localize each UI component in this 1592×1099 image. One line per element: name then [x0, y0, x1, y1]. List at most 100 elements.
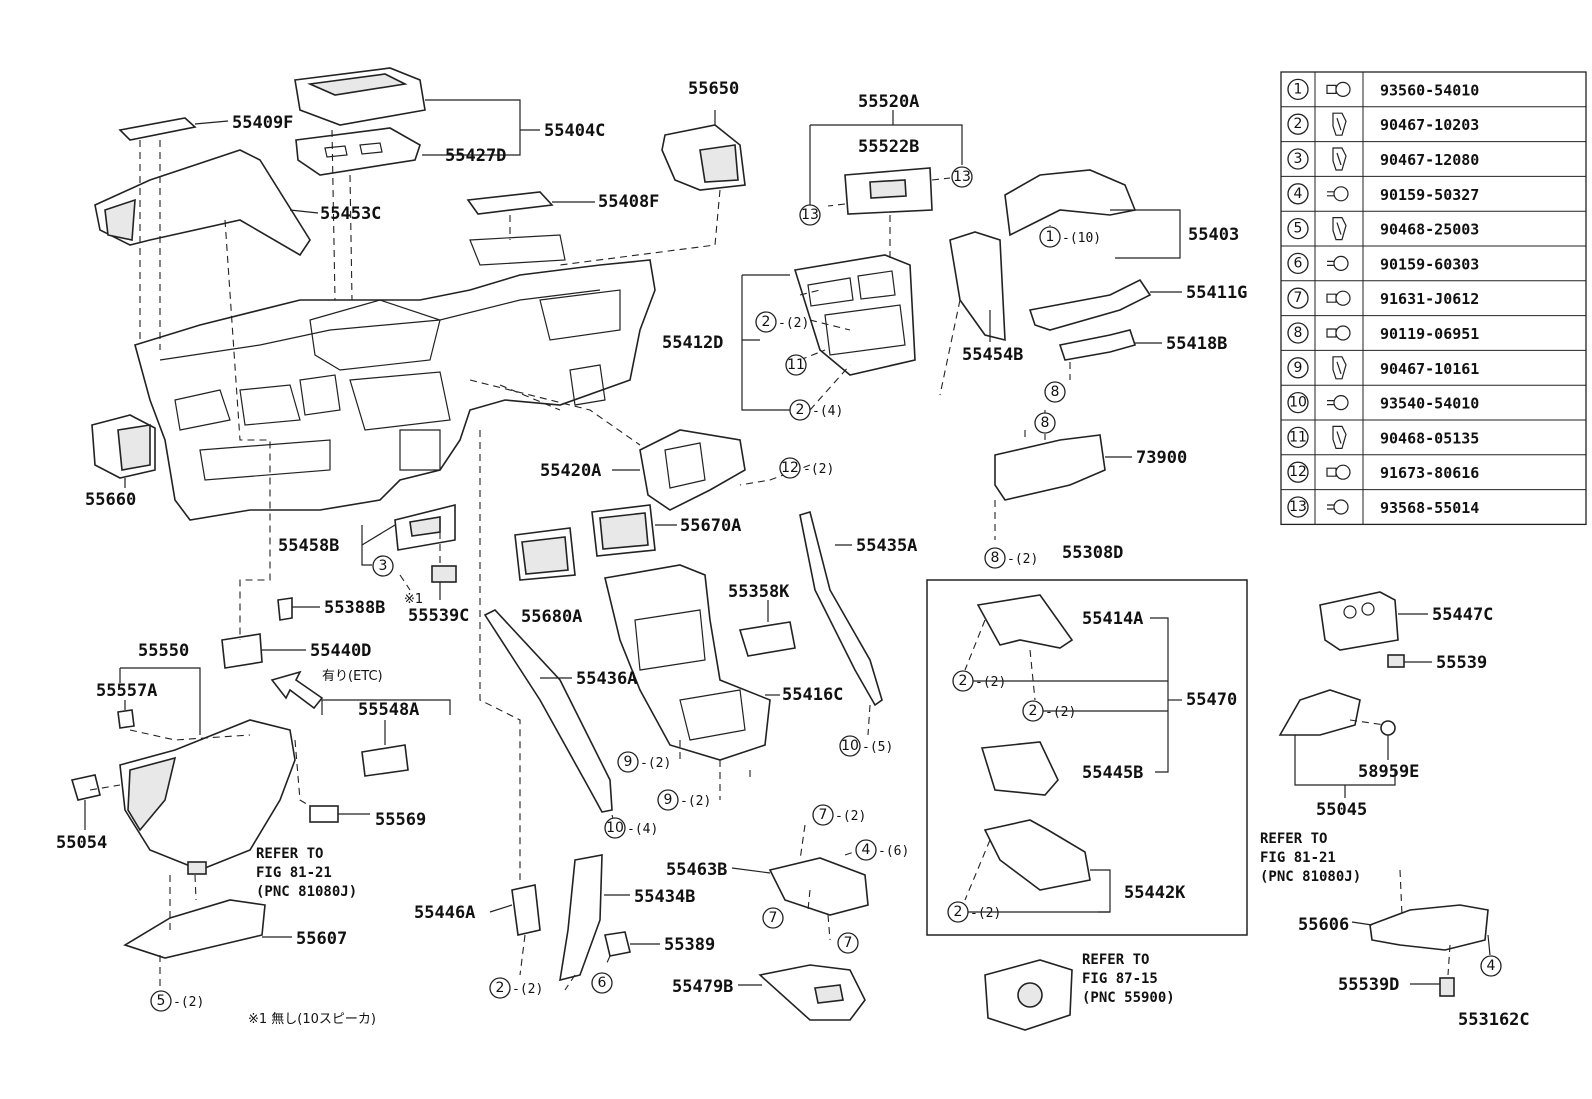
label-55054: 55054	[56, 833, 107, 853]
callout-7: 7	[837, 932, 859, 954]
part-55446a-shape	[511, 884, 541, 936]
label-55454B: 55454B	[962, 345, 1023, 365]
svg-text:-(4): -(4)	[627, 822, 658, 837]
ref-81-21-a-line3: (PNC 81080J)	[256, 884, 357, 900]
svg-text:-(6): -(6)	[878, 844, 909, 859]
svg-text:7: 7	[769, 910, 778, 926]
ref-81-21-b-line1: REFER TO	[1260, 831, 1327, 847]
part-55548a-shape	[361, 744, 409, 777]
fastener-part-number: 90468-05135	[1380, 429, 1479, 447]
svg-text:2: 2	[762, 314, 771, 330]
label-55446A: 55446A	[414, 903, 475, 923]
svg-text:2: 2	[959, 673, 968, 689]
label-55045: 55045	[1316, 800, 1367, 820]
part-55445b-shape	[980, 741, 1059, 796]
label-55420A: 55420A	[540, 461, 601, 481]
label-55416C: 55416C	[782, 685, 843, 705]
svg-text:-(2): -(2)	[1045, 705, 1076, 720]
label-55447C: 55447C	[1432, 605, 1493, 625]
part-55539d-shape	[1439, 977, 1455, 997]
label-55411G: 55411G	[1186, 283, 1247, 303]
label-55539D: 55539D	[1338, 975, 1399, 995]
label-55470: 55470	[1186, 690, 1237, 710]
part-labels: 55409F 55404C 55427D 55453C 55650 55408F…	[56, 79, 1493, 997]
fastener-number	[1287, 391, 1309, 414]
callout-11: 11	[785, 354, 807, 376]
label-55408F: 55408F	[598, 192, 659, 212]
screw-icon	[1327, 499, 1349, 515]
trim-55435a-shape	[799, 510, 883, 707]
callout-2: 2-(4)	[789, 399, 843, 421]
svg-text:2: 2	[1029, 703, 1038, 719]
upper-pad-shape	[94, 149, 311, 257]
svg-text:-(2): -(2)	[803, 462, 834, 477]
svg-text:13: 13	[953, 169, 971, 185]
svg-text:8: 8	[1051, 384, 1060, 400]
part-55414a-shape	[976, 594, 1074, 649]
fastener-number	[1287, 217, 1309, 240]
part-55054-shape	[70, 774, 101, 801]
part-55358k-shape	[738, 621, 796, 657]
ref-87-15-line3: (PNC 55900)	[1082, 990, 1175, 1006]
fastener-number	[1287, 78, 1309, 101]
ref-81-21-b-line3: (PNC 81080J)	[1260, 869, 1361, 885]
fastener-number-text: 8	[1294, 325, 1303, 341]
screw-icon	[1327, 255, 1349, 271]
fastener-number	[1287, 148, 1309, 170]
svg-text:-(2): -(2)	[680, 794, 711, 809]
callout-13: 13	[799, 204, 821, 226]
fastener-part-number: 90467-12080	[1380, 151, 1479, 169]
svg-text:9: 9	[624, 754, 633, 770]
fastener-part-number: 90467-10161	[1380, 360, 1479, 378]
svg-text:-(2): -(2)	[1007, 552, 1038, 567]
callout-8: 8	[1034, 412, 1056, 434]
callout-5: 5-(2)	[150, 990, 204, 1012]
svg-text:-(2): -(2)	[975, 675, 1006, 690]
bracket-55420a-shape	[639, 429, 746, 511]
svg-text:5: 5	[157, 993, 166, 1009]
part-55434b-shape	[559, 854, 603, 982]
panel-55045-shape	[1278, 689, 1361, 736]
fastener-number	[1287, 183, 1309, 205]
callout-2: 2 -(2)	[952, 670, 1006, 692]
svg-text:7: 7	[819, 807, 828, 823]
fastener-number-text: 2	[1294, 116, 1303, 132]
fastener-part-number: 90467-10203	[1380, 116, 1479, 134]
fastener-number	[1287, 496, 1309, 518]
fastener-number	[1287, 287, 1309, 309]
svg-text:10: 10	[606, 820, 624, 836]
fastener-number	[1287, 461, 1309, 483]
label-55606: 55606	[1298, 915, 1349, 935]
part-55557a-shape	[117, 709, 135, 729]
callout-10: 10-(4)	[604, 817, 658, 839]
callout-7: 7	[762, 907, 784, 929]
glove-box-55550-shape	[119, 719, 296, 871]
svg-text:8: 8	[991, 550, 1000, 566]
clip-icon	[1332, 356, 1347, 380]
label-55389: 55389	[664, 935, 715, 955]
fastener-number-text: 9	[1294, 360, 1303, 376]
label-55550: 55550	[138, 641, 189, 661]
label-55440D: 55440D	[310, 641, 371, 661]
callout-2: 2-(2)	[755, 311, 809, 333]
leader-lines	[84, 99, 1491, 991]
svg-text:3: 3	[379, 558, 388, 574]
part-55539-shape	[1387, 654, 1405, 668]
fastener-number-text: 12	[1289, 464, 1307, 480]
svg-text:1: 1	[1046, 229, 1055, 245]
svg-text:2: 2	[954, 904, 963, 920]
fastener-part-number: 90468-25003	[1380, 221, 1479, 239]
notes: 有り(ETC) REFER TO FIG 81-21 (PNC 81080J) …	[248, 669, 1530, 1030]
callout-4: 4	[1480, 955, 1502, 977]
part-shapes	[70, 67, 1489, 1031]
fastener-number-text: 13	[1289, 499, 1307, 515]
etc-note: 有り(ETC)	[322, 669, 383, 684]
svg-text:-(5): -(5)	[862, 740, 893, 755]
label-55557A: 55557A	[96, 681, 157, 701]
